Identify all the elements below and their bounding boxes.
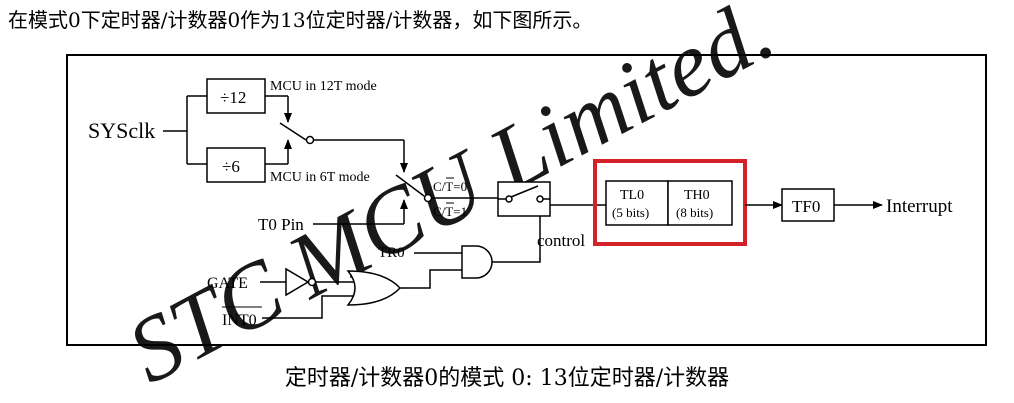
gate-label: GATE [207, 275, 248, 292]
tl0-label: TL0 [620, 188, 644, 203]
not-gate-bubble [307, 277, 317, 287]
mode-12t-label: MCU in 12T mode [270, 79, 377, 94]
divide-by-6-label: ÷6 [222, 157, 240, 176]
sysclk-wires [163, 95, 207, 165]
tr0-label: TR0 [378, 245, 405, 261]
mode-6t-label: MCU in 6T mode [270, 170, 370, 185]
interrupt-label: Interrupt [886, 196, 953, 217]
ct-zero-label: C/T=0 [433, 179, 467, 194]
intro-text: 在模式0下定时器/计数器0作为13位定时器/计数器，如下图所示。 [8, 8, 593, 32]
ct-select-switch [313, 174, 498, 225]
not-gate [285, 267, 310, 297]
divide-by-12-block [206, 78, 266, 114]
mode-select-switch [265, 95, 408, 173]
or-gate [346, 270, 402, 306]
th0-label: TH0 [684, 188, 710, 203]
divide-by-6-block [206, 147, 266, 183]
t0-pin-label: T0 Pin [258, 215, 304, 234]
tf0-flag [781, 188, 835, 222]
control-label: control [537, 231, 585, 250]
tl0-register [605, 180, 669, 226]
ct-one-label: C/T=1 [433, 204, 467, 219]
and-to-control-wire [492, 258, 541, 263]
divide-by-12-label: ÷12 [220, 88, 246, 107]
tf0-label: TF0 [792, 197, 820, 216]
figure-caption: 定时器/计数器0的模式 0: 13位定时器/计数器 [284, 366, 730, 391]
sysclk-label: SYSclk [88, 118, 155, 143]
diagram-frame [66, 54, 987, 346]
th0-bits-label: (8 bits) [676, 205, 713, 220]
or-to-and-wire [400, 269, 462, 289]
control-switch-contact [498, 185, 550, 259]
tl0-bits-label: (5 bits) [612, 205, 649, 220]
and-gate [461, 245, 493, 279]
th0-register [667, 180, 733, 226]
counter-highlight [593, 159, 747, 246]
int0-wire [262, 295, 358, 319]
int0-label: INT0 [222, 312, 257, 329]
